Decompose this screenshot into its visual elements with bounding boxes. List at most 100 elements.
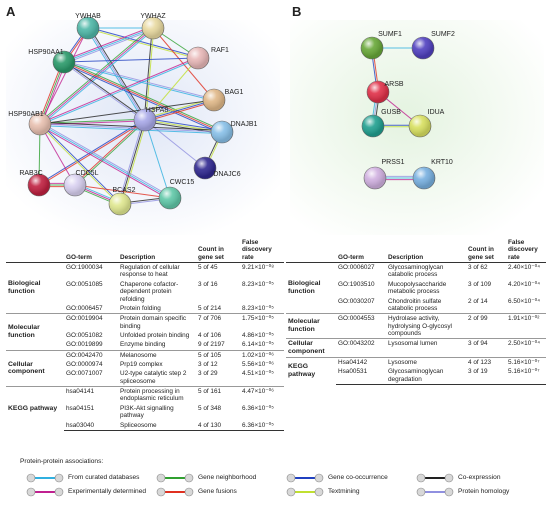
a-node-hspa8[interactable]: HSPA8 (133, 107, 169, 132)
node-shine (29, 113, 51, 135)
b-node-label: IDUA (428, 109, 445, 116)
a-node-label: HSPA8 (146, 107, 169, 114)
a-node-label: YWHAB (75, 13, 101, 20)
a-edge-hsp90ab1-dnajb1 (40, 121, 223, 131)
a-edge-hsp90ab1-dnajb1 (39, 125, 222, 135)
column-header-term: GO-term (336, 238, 386, 264)
node-shine (142, 17, 164, 39)
cell-desc: Regulation of cellular response to heat (120, 264, 180, 279)
b-node-sumf2[interactable]: SUMF2 (411, 31, 455, 60)
a-node-rab3c[interactable]: RAB3C (19, 170, 51, 197)
cell-term: hsa03040 (64, 420, 118, 431)
a-edge-hspa8-cdc5l (74, 119, 145, 185)
legend-item: Textmining (286, 486, 360, 497)
cell-fdr: 9.21×10⁻⁰⁸ (242, 264, 274, 272)
cell-desc: Glycosaminoglycan degradation (386, 367, 466, 386)
legend-swatch-icon (416, 473, 454, 482)
cell-fdr: 6.36×10⁻⁰⁵ (240, 420, 284, 431)
a-edge-hspa8-dnajc6 (144, 119, 206, 169)
a-edge-bag1-hspa8 (144, 99, 215, 121)
node-shine (203, 89, 225, 111)
b-node-label: SUMF2 (431, 31, 455, 38)
a-node-label: DNAJC6 (213, 171, 240, 178)
a-edge-ywhab-raf1 (87, 28, 198, 60)
legend-label: Textmining (328, 488, 360, 495)
legend-label: Gene neighborhood (198, 474, 257, 481)
b-node-sumf1[interactable]: SUMF1 (360, 31, 402, 60)
a-edge-hsp90ab1-cwc15 (39, 123, 171, 199)
cell-fdr: 4.20×10⁻⁰⁴ (508, 280, 540, 288)
a-edge-hspa8-rab3c (39, 120, 146, 187)
legend-item: Protein homology (416, 486, 509, 497)
a-edge-hsp90ab1-dnajb1 (39, 123, 223, 133)
cell-term: GO:0006027 (338, 264, 375, 272)
b-node-idua[interactable]: IDUA (408, 109, 445, 138)
a-node-raf1[interactable]: RAF1 (186, 46, 229, 70)
legend: Protein-protein associations: From curat… (14, 458, 544, 514)
cell-fdr: 4.47×10⁻⁰⁶ (240, 386, 284, 404)
a-edge-bag1-hspa8 (145, 101, 215, 123)
cell-term: GO:0043202 (336, 338, 386, 358)
a-edge-hspa8-bcas2 (119, 119, 146, 205)
cell-term: GO:1903510 (338, 280, 375, 288)
a-edge-hsp90aa1-raf1 (63, 57, 199, 63)
category-cell: Biological function (8, 280, 41, 296)
b-node-arsb[interactable]: ARSB (366, 80, 404, 104)
cell-fdr: 4.86×10⁻⁰⁵ (242, 331, 274, 339)
cell-fdr: 8.23×10⁻⁰⁵ (242, 280, 274, 288)
category-cell: Molecular function (6, 313, 64, 351)
a-edge-hsp90aa1-dnajb1 (63, 61, 223, 133)
a-node-label: YWHAZ (140, 13, 166, 20)
cell-count: 3 of 94 (466, 338, 506, 358)
a-node-hsp90ab1[interactable]: HSP90AB1 (8, 111, 52, 136)
a-node-cdc5l[interactable]: CDC5L (63, 170, 99, 197)
cell-term: GO:0051082 (66, 331, 103, 339)
legend-swatch-icon (156, 487, 194, 496)
a-edge-hsp90ab1-bcas2 (39, 124, 120, 205)
cell-count: 9 of 2197 (198, 341, 225, 349)
a-node-bcas2[interactable]: BCAS2 (108, 187, 136, 216)
a-edge-hsp90ab1-cdc5l (39, 123, 76, 186)
cell-term: GO:0000974 (66, 361, 103, 369)
cell-desc: Chaperone cofactor-dependent protein ref… (120, 280, 179, 303)
b-node-prss1[interactable]: PRSS1 (363, 159, 405, 190)
legend-label: Gene co-occurrence (328, 474, 388, 481)
category-cell: KEGG pathway (286, 356, 336, 385)
node-shine (53, 51, 75, 73)
cell-fdr: 5.16×10⁻⁰⁷ (506, 367, 546, 386)
a-edge-hspa8-cwc15 (144, 119, 171, 199)
node-shine (367, 81, 389, 103)
cell-desc: Protein processing in endoplasmic reticu… (118, 386, 196, 404)
header-blank (286, 238, 336, 264)
a-node-cwc15[interactable]: CWC15 (158, 179, 194, 210)
legend-swatch-icon (26, 473, 64, 482)
a-node-hsp90aa1[interactable]: HSP90AA1 (28, 49, 76, 74)
cell-term: GO:0071007 (66, 370, 103, 378)
a-node-bag1[interactable]: BAG1 (202, 88, 243, 112)
cell-fdr: 5.16×10⁻⁰⁷ (506, 356, 546, 368)
cell-fdr: 6.36×10⁻⁰⁵ (242, 404, 274, 412)
a-node-dnajb1[interactable]: DNAJB1 (210, 120, 258, 144)
node-shine (77, 17, 99, 39)
cell-desc: Chondroitin sulfate catabolic process (388, 297, 442, 312)
b-node-krt10[interactable]: KRT10 (412, 159, 453, 190)
a-node-ywhaz[interactable]: YWHAZ (140, 13, 166, 40)
a-edge-bag1-hsp90ab1 (39, 99, 215, 125)
node-shine (159, 187, 181, 209)
a-edge-hsp90aa1-dnajb1 (63, 63, 222, 134)
cell-desc: Lysosome (386, 356, 466, 368)
cell-count: 2 of 14 (468, 297, 488, 305)
a-node-ywhab[interactable]: YWHAB (75, 13, 101, 40)
b-node-gusb[interactable]: GUSB (361, 109, 401, 138)
a-edge-ywhab-hspa8 (88, 26, 147, 120)
a-node-dnajc6[interactable]: DNAJC6 (193, 156, 241, 180)
a-edge-hspa8-hsp90ab1 (39, 118, 145, 124)
legend-item: Co-expression (416, 472, 501, 483)
